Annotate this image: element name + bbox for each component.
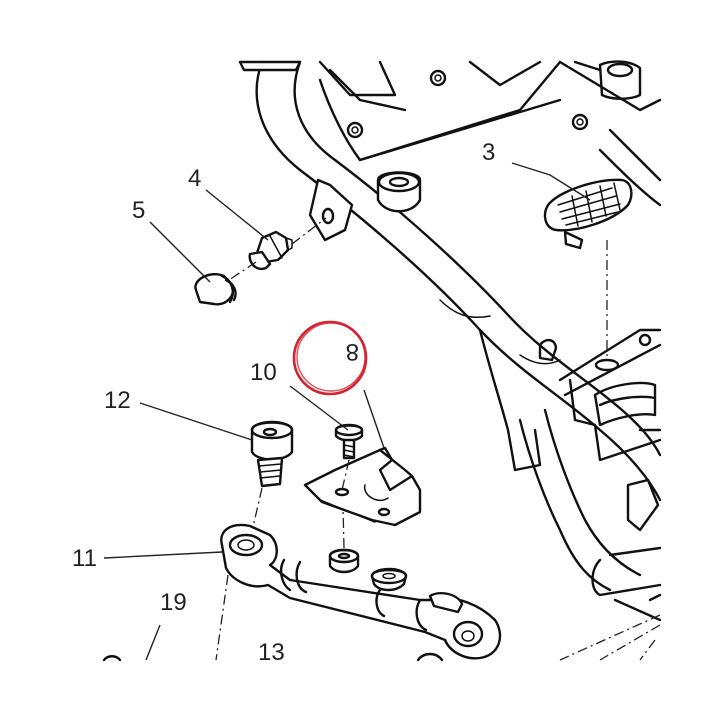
part-11-linkage-rod (102, 523, 502, 662)
callout-3: 3 (482, 139, 495, 166)
callout-11: 11 (72, 545, 97, 572)
leader-lines (103, 162, 591, 661)
callout-5: 5 (132, 197, 145, 224)
assembly-axes (215, 574, 229, 661)
callout-13: 13 (258, 639, 285, 666)
frame-plate (318, 60, 662, 207)
callout-labels: 3 4 5 8 10 11 12 13 19 (72, 139, 495, 666)
frame-boss (376, 171, 422, 213)
callout-4: 4 (188, 165, 201, 192)
frame-tube (238, 60, 662, 502)
callout-10: 10 (250, 359, 277, 386)
part-12-bolt (249, 420, 294, 541)
part-8-bracket (303, 446, 422, 527)
callout-19: 19 (160, 589, 187, 616)
lower-frame (478, 328, 662, 661)
callout-12: 12 (104, 387, 131, 414)
highlight-circle (292, 320, 368, 396)
frame-tab (308, 178, 354, 242)
part-5-cap (194, 273, 237, 306)
footpeg-mount (538, 328, 662, 462)
spacer (328, 507, 360, 574)
part-3-footpeg (543, 178, 633, 360)
part-4-pin (225, 217, 327, 283)
callout-8: 8 (346, 338, 359, 365)
